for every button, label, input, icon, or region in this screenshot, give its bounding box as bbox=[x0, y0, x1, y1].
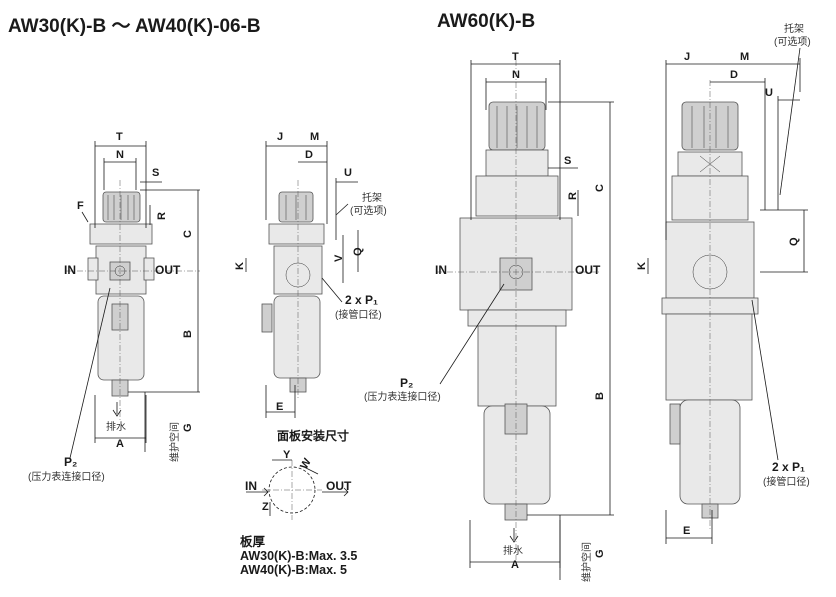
out-label-left: OUT bbox=[155, 263, 181, 277]
aw60-front-view bbox=[436, 60, 614, 580]
dim-E-right: E bbox=[683, 525, 690, 537]
in-label-left: IN bbox=[64, 263, 76, 277]
dim-B-right: B bbox=[594, 392, 606, 400]
dim-D-left: D bbox=[305, 149, 313, 161]
dim-E-left: E bbox=[276, 401, 283, 413]
out-label-panel: OUT bbox=[326, 479, 352, 493]
title-left: AW30(K)-B ～ AW40(K)-06-B bbox=[8, 16, 261, 37]
p2-desc-left: (压力表连接口径) bbox=[28, 470, 105, 483]
plate-title: 板厚 bbox=[240, 535, 266, 549]
dim-N-right: N bbox=[512, 69, 520, 81]
aw30-front-view bbox=[66, 141, 200, 459]
panel-title: 面板安装尺寸 bbox=[277, 428, 349, 443]
p1-label-left: 2 x P₁ bbox=[345, 293, 378, 307]
dim-Z: Z bbox=[262, 501, 269, 513]
dim-T-left: T bbox=[116, 131, 123, 143]
dim-M-right: M bbox=[740, 51, 749, 63]
in-label-right: IN bbox=[435, 263, 447, 277]
maint-label-right: 维护空间 bbox=[580, 542, 593, 582]
dim-J-left: J bbox=[277, 131, 283, 143]
dim-K-left: K bbox=[234, 262, 246, 270]
dim-C-left: C bbox=[182, 230, 194, 238]
bracket-label-right: 托架 bbox=[784, 22, 804, 35]
dim-F: F bbox=[77, 200, 84, 212]
p2-desc-right: (压力表连接口径) bbox=[364, 390, 441, 403]
dim-C-right: C bbox=[594, 184, 606, 192]
aw60-side-view bbox=[647, 47, 808, 544]
dim-N-left: N bbox=[116, 149, 124, 161]
p1-desc-left: (接管口径) bbox=[335, 308, 382, 321]
dim-S-left: S bbox=[152, 167, 159, 179]
in-label-panel: IN bbox=[245, 479, 257, 493]
drain-label-right: 排水 bbox=[503, 544, 523, 557]
dim-U-right: U bbox=[765, 87, 773, 99]
dim-Q-right: Q bbox=[788, 237, 800, 246]
dim-G-right: G bbox=[594, 549, 606, 558]
dim-U-left: U bbox=[344, 167, 352, 179]
plate-thickness-note: 板厚 AW30(K)-B:Max. 3.5 AW40(K)-B:Max. 5 bbox=[240, 535, 357, 577]
dim-K-right: K bbox=[636, 262, 648, 270]
bracket-opt-right: (可选项) bbox=[774, 35, 811, 48]
dim-Q-left: Q bbox=[352, 247, 364, 256]
dim-Y: Y bbox=[283, 449, 291, 461]
dim-B-left: B bbox=[182, 330, 194, 338]
out-label-right: OUT bbox=[575, 263, 601, 277]
dim-G-left: G bbox=[182, 423, 194, 432]
dim-V-left: V bbox=[333, 254, 345, 262]
p1-desc-right: (接管口径) bbox=[763, 475, 810, 488]
p2-label-right: P₂ bbox=[400, 376, 413, 390]
p2-label-left: P₂ bbox=[64, 455, 77, 469]
dim-R-right: R bbox=[567, 192, 579, 200]
panel-mount-detail bbox=[246, 459, 349, 520]
bracket-label-left: 托架 bbox=[362, 191, 382, 204]
p1-label-right: 2 x P₁ bbox=[772, 460, 805, 474]
dim-A-right: A bbox=[511, 559, 519, 571]
maint-label-left: 维护空间 bbox=[168, 422, 181, 462]
dim-M-left: M bbox=[310, 131, 319, 143]
dim-T-right: T bbox=[512, 51, 519, 63]
dim-J-right: J bbox=[684, 51, 690, 63]
plate-aw30: AW30(K)-B:Max. 3.5 bbox=[240, 549, 358, 563]
dim-R-left: R bbox=[156, 212, 168, 220]
aw30-side-view bbox=[245, 141, 359, 418]
plate-aw40: AW40(K)-B:Max. 5 bbox=[240, 563, 347, 577]
dim-D-right: D bbox=[730, 69, 738, 81]
title-right: AW60(K)-B bbox=[437, 11, 536, 32]
drain-label-left: 排水 bbox=[106, 420, 126, 433]
dim-S-right: S bbox=[564, 155, 571, 167]
bracket-opt-left: (可选项) bbox=[350, 204, 387, 217]
dim-A-left: A bbox=[116, 438, 124, 450]
dim-W: W bbox=[298, 456, 314, 472]
